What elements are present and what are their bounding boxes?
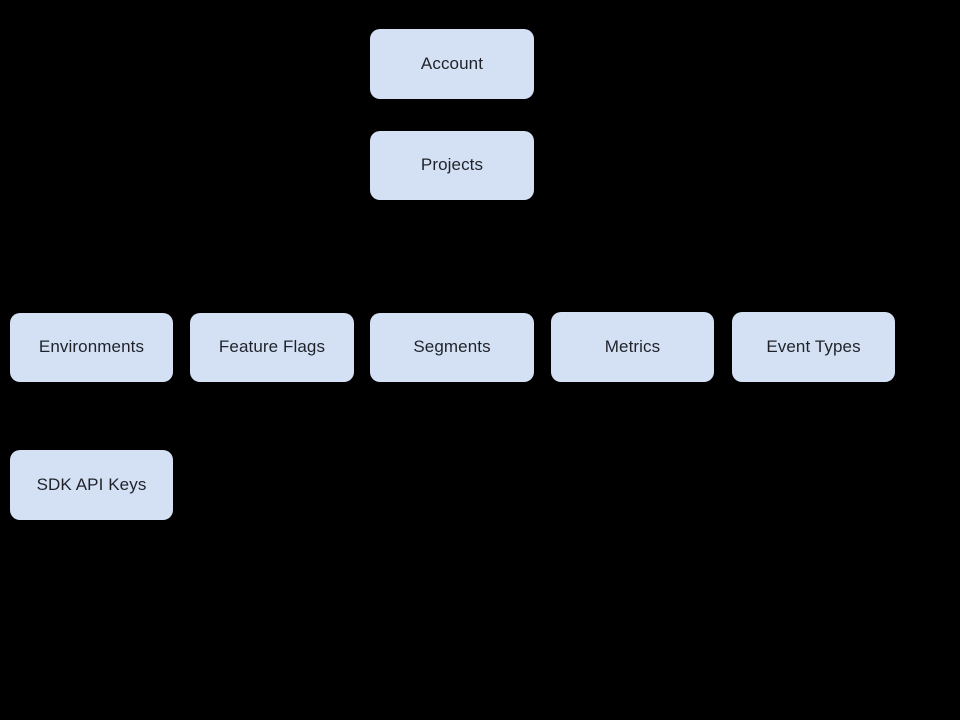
node-environments-label: Environments — [38, 337, 145, 357]
node-segments-label: Segments — [413, 337, 491, 357]
node-sdk-api-keys-label: SDK API Keys — [36, 474, 147, 494]
node-account[interactable]: Account — [370, 29, 534, 99]
node-projects[interactable]: Projects — [370, 131, 534, 200]
node-metrics-label: Metrics — [604, 336, 661, 356]
node-projects-label: Projects — [420, 155, 484, 175]
node-environments[interactable]: Environments — [10, 313, 173, 382]
node-event-types-label: Event Types — [766, 336, 861, 356]
node-event-types[interactable]: Event Types — [732, 312, 895, 382]
node-account-label: Account — [420, 53, 484, 73]
node-segments[interactable]: Segments — [370, 313, 534, 382]
node-metrics[interactable]: Metrics — [551, 312, 714, 382]
node-feature-flags[interactable]: Feature Flags — [190, 313, 354, 382]
node-feature-flags-label: Feature Flags — [218, 337, 326, 357]
node-sdk-api-keys[interactable]: SDK API Keys — [10, 450, 173, 520]
